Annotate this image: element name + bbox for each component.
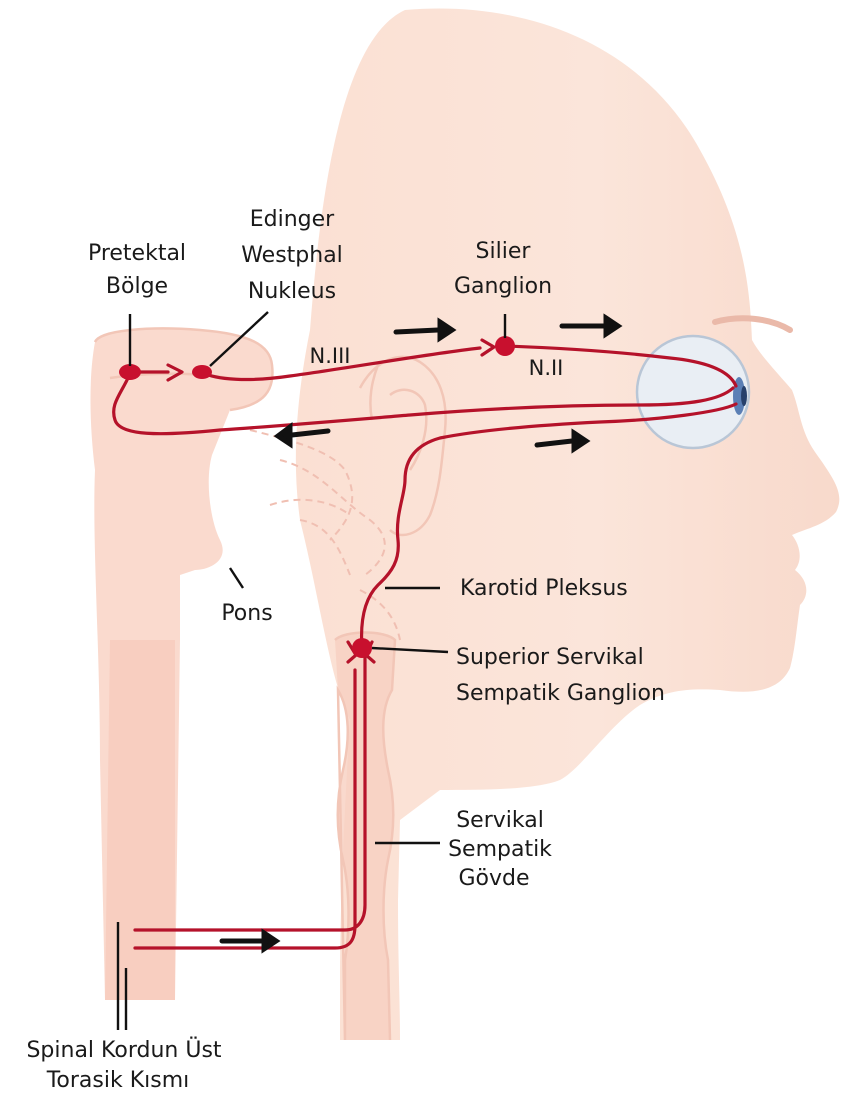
label-n3: N.III bbox=[310, 344, 351, 368]
label-edinger-line3: Nukleus bbox=[248, 279, 336, 304]
label-silier-line2: Ganglion bbox=[454, 274, 552, 299]
eyeball bbox=[637, 336, 749, 448]
label-spinal-line1: Spinal Kordun Üst bbox=[26, 1037, 221, 1063]
pons-leader bbox=[230, 568, 243, 588]
label-superior-line2: Sempatik Ganglion bbox=[456, 681, 665, 706]
pretectal-nucleus-dot bbox=[119, 364, 141, 380]
label-pons: Pons bbox=[221, 601, 272, 626]
label-spinal-line2: Torasik Kısmı bbox=[46, 1068, 190, 1093]
label-pretektal-line2: Bölge bbox=[106, 274, 168, 299]
label-edinger-line2: Westphal bbox=[241, 243, 343, 268]
label-silier-line1: Silier bbox=[476, 239, 532, 264]
label-karotid: Karotid Pleksus bbox=[460, 576, 628, 601]
edinger-westphal-nucleus-dot bbox=[192, 365, 212, 379]
spinal-cord bbox=[105, 640, 175, 1000]
superior-cervical-ganglion-dot bbox=[352, 638, 372, 658]
label-superior-line1: Superior Servikal bbox=[456, 645, 644, 670]
label-edinger-line1: Edinger bbox=[250, 207, 335, 232]
label-servikal-line3: Gövde bbox=[458, 866, 529, 891]
label-pretektal-line1: Pretektal bbox=[88, 241, 186, 266]
label-n2: N.II bbox=[529, 356, 564, 380]
pupil bbox=[741, 386, 747, 406]
label-servikal-line2: Sempatik bbox=[448, 837, 552, 862]
label-servikal-line1: Servikal bbox=[456, 808, 544, 833]
ciliary-ganglion-dot bbox=[495, 336, 515, 356]
